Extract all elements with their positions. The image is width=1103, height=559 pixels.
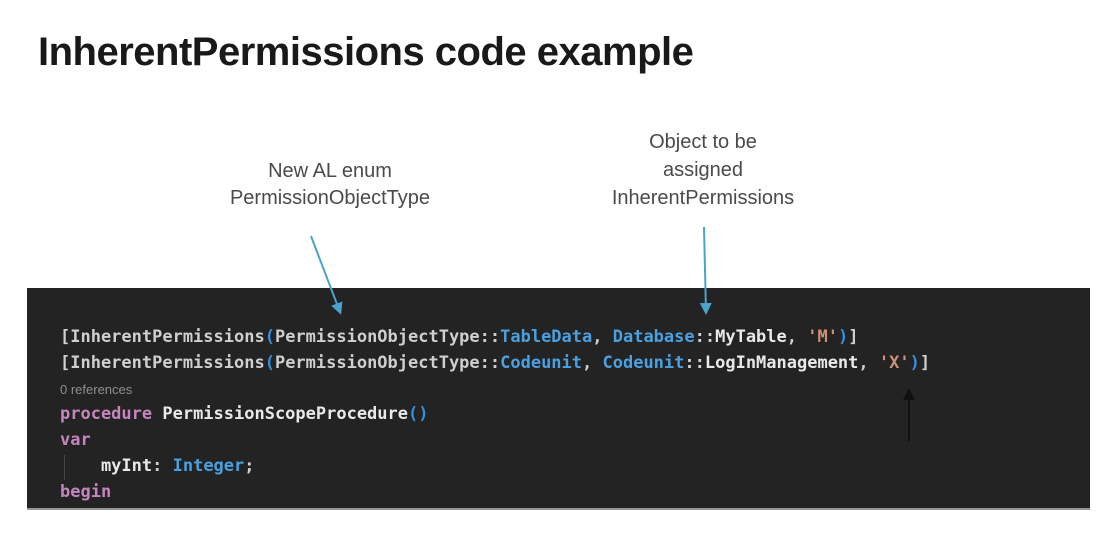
code-lines: [InherentPermissions(PermissionObjectTyp…: [60, 325, 1090, 506]
annotation-new-al-enum: New AL enum PermissionObjectType: [180, 158, 480, 212]
attribute-line-tabledata: [InherentPermissions(PermissionObjectTyp…: [60, 327, 859, 347]
page-title: InherentPermissions code example: [38, 30, 694, 74]
indent-guide-line: [64, 455, 65, 480]
variable-declaration-line: myInt: Integer;: [60, 455, 255, 476]
annotation-line: PermissionObjectType: [229, 187, 431, 209]
attribute-line-codeunit: [InherentPermissions(PermissionObjectTyp…: [60, 352, 931, 373]
annotation-line: New AL enum: [268, 160, 392, 182]
annotation-line: InherentPermissions: [611, 187, 795, 209]
procedure-line: procedure PermissionScopeProcedure(): [60, 404, 429, 425]
annotation-line: Object to be: [649, 131, 757, 153]
codelens-references: 0 references: [60, 381, 133, 397]
var-line: var: [60, 430, 91, 451]
annotation-line: assigned: [662, 159, 744, 181]
annotation-object-to-be-assigned: Object to be assigned InherentPermission…: [553, 128, 853, 212]
code-editor-snippet: [InherentPermissions(PermissionObjectTyp…: [27, 288, 1090, 510]
begin-line: begin: [60, 481, 112, 502]
